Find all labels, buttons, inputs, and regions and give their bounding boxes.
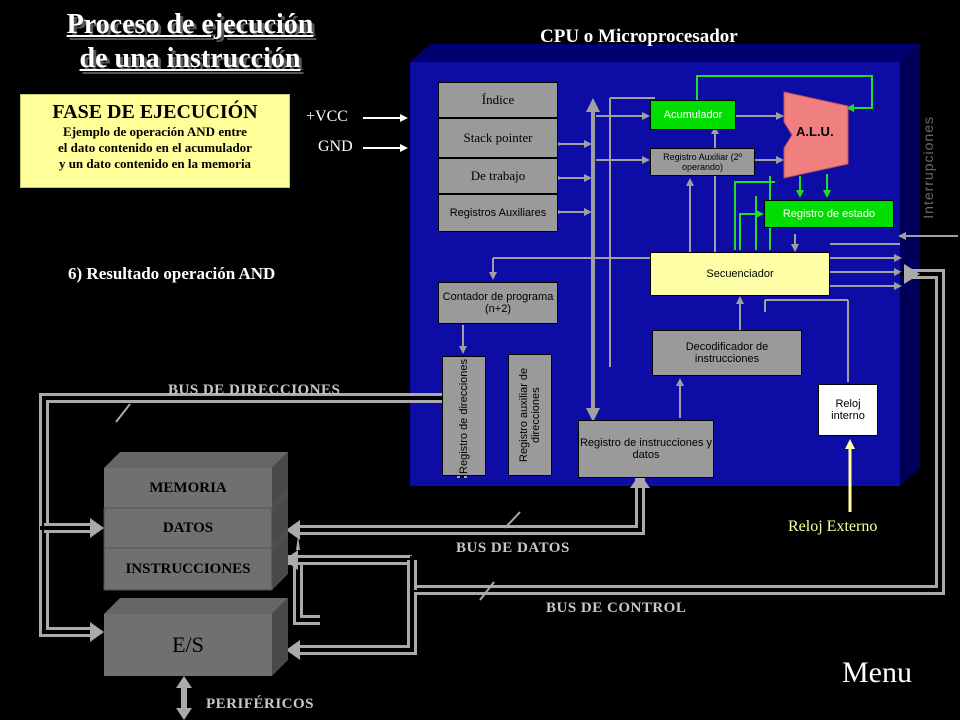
memory-instructions-label: INSTRUCCIONES [125, 560, 251, 577]
external-clock-label: Reloj Externo [788, 518, 878, 535]
program-counter: Contador de programa (n+2) [438, 282, 558, 324]
cpu-label: CPU o Microprocesador [540, 26, 738, 47]
phase-line-2: el dato contenido en el acumulador [58, 140, 252, 155]
step-label: 6) Resultado operación AND [68, 264, 276, 283]
address-register-label: Registro de direcciones [458, 358, 470, 474]
peripherals-label: PERIFÉRICOS [206, 696, 315, 712]
io-label: E/S [172, 632, 204, 657]
control-bus-label: BUS DE CONTROL [546, 600, 687, 616]
memory-label: MEMORIA [149, 479, 227, 496]
phase-line-3: y un dato contenido en la memoria [58, 156, 252, 171]
alu-shape [783, 91, 849, 179]
aux-address-register-label: Registro auxiliar de direcciones [518, 367, 542, 463]
register-auxiliares: Registros Auxiliares [438, 194, 558, 232]
gnd-label: GND [318, 138, 353, 155]
vcc-label: +VCC [306, 108, 348, 125]
address-bus-label: BUS DE DIRECCIONES [168, 382, 341, 398]
io-block-side [272, 598, 288, 676]
title-line-1: Proceso de ejecución [66, 9, 314, 40]
register-stack-pointer: Stack pointer [438, 118, 558, 158]
page-title: Proceso de ejecución de una instrucción [20, 8, 360, 76]
memory-block-top [104, 452, 288, 468]
cpu-block-side [900, 44, 920, 486]
instruction-register: Registro de instrucciones y datos [578, 420, 714, 478]
io-block-top [104, 598, 288, 614]
interrupts-label: Interrupciones [920, 116, 940, 238]
aux-address-register: Registro auxiliar de direcciones [508, 354, 552, 476]
address-register: Registro de direcciones [442, 356, 486, 476]
phase-heading: FASE DE EJECUCIÓN [52, 101, 258, 123]
status-register: Registro de estado [764, 200, 894, 228]
sequencer: Secuenciador [650, 252, 830, 296]
cpu-block-top [410, 44, 920, 62]
instruction-decoder: Decodificador de instrucciones [652, 330, 802, 376]
alu-label: A.L.U. [796, 124, 834, 139]
internal-clock: Reloj interno [818, 384, 878, 436]
data-bus-label: BUS DE DATOS [456, 540, 570, 556]
phase-box: FASE DE EJECUCIÓN Ejemplo de operación A… [20, 94, 290, 188]
memory-data-label: DATOS [162, 519, 214, 536]
aux-register: Registro Auxiliar (2º operando) [650, 148, 755, 176]
interrupts-text: Interrupciones [920, 116, 936, 219]
menu-link[interactable]: Menu [842, 656, 912, 689]
register-indice: Índice [438, 82, 558, 118]
accumulator: Acumulador [650, 100, 736, 130]
phase-line-1: Ejemplo de operación AND entre [63, 124, 247, 139]
register-trabajo: De trabajo [438, 158, 558, 194]
memory-block-side [272, 452, 288, 590]
title-line-2: de una instrucción [79, 43, 301, 74]
